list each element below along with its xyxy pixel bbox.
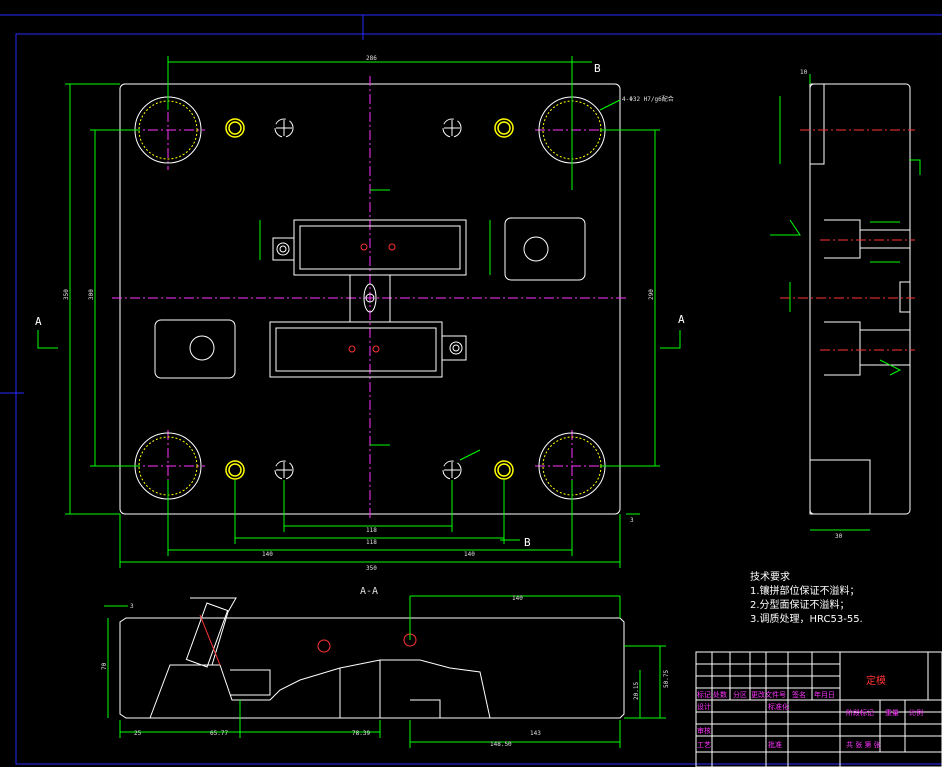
sec-dim-d9: 20.15: [633, 682, 640, 700]
tb-sheet: 共 张 第 张: [846, 740, 881, 749]
tb-approve: 批准: [768, 740, 782, 749]
dim-span-118-b: 118: [366, 527, 377, 534]
notes-title: 技术要求: [750, 570, 790, 583]
screw-holes: [225, 118, 514, 480]
dim-overall-height: 350: [63, 289, 70, 300]
sec-dim-d1: 3: [130, 603, 134, 610]
tb-standard: 标准化: [768, 702, 789, 711]
tb-row-label-0: 标记: [697, 690, 711, 699]
sec-dim-d2: 70: [101, 662, 108, 670]
dimension-lines-top-view: [37, 56, 681, 568]
title-block-name: 定模: [866, 674, 886, 687]
side-view: [809, 83, 911, 515]
drawing-frame: [0, 14, 942, 765]
tb-row-label-3: 更改文件号: [751, 690, 786, 699]
side-view-dimensions: [770, 74, 921, 531]
dim-top-width: 286: [366, 55, 377, 62]
title-block-grid: [695, 651, 942, 767]
tb-design: 设计: [697, 702, 711, 711]
tb-scale: 比例: [909, 708, 923, 717]
section-a-a-dimensions: [104, 595, 666, 748]
side-dim-top: 10: [800, 69, 808, 76]
section-a-a-highlights: [199, 614, 417, 666]
cavity-insert-lower: [154, 319, 467, 379]
sec-dim-d8: 143: [530, 730, 541, 737]
dim-right-height: 290: [648, 289, 655, 300]
tb-row-label-4: 签名: [792, 690, 806, 699]
dim-right-note: 4-Φ32 H7/g6配合: [622, 95, 674, 103]
dim-overall-width: 350: [366, 565, 377, 572]
cavity-insert-upper: [272, 217, 586, 281]
sec-dim-d3: 25: [134, 730, 142, 737]
cavity-gate-points: [348, 243, 396, 353]
sec-dim-d7: 148.50: [490, 741, 512, 748]
threaded-holes: [274, 118, 462, 480]
dim-span-118-a: 118: [366, 539, 377, 546]
section-label-b-top: B: [594, 62, 601, 75]
tb-row-label-1: 处数: [713, 690, 727, 699]
sec-dim-d4: 65.77: [210, 730, 228, 737]
sec-dim-d10: 50.75: [663, 670, 670, 688]
sec-dim-d5: 78.39: [352, 730, 370, 737]
tb-row-label-5: 年月日: [814, 690, 835, 699]
tb-weight: 重量: [885, 709, 899, 717]
section-label-a-left: A: [35, 315, 42, 328]
side-view-centerlines: [780, 129, 915, 351]
section-label-b-bottom: B: [524, 536, 531, 549]
notes-item-1: 1.镶拼部位保证不溢料；: [750, 584, 860, 597]
tb-stage: 阶段标记: [846, 708, 874, 717]
sprue-runner: [349, 274, 391, 323]
tb-audit: 审核: [697, 726, 711, 735]
notes-item-3: 3.调质处理，HRC53-55.: [750, 613, 863, 625]
side-dim-bottom: 30: [835, 533, 843, 540]
section-label-a-right: A: [678, 313, 685, 326]
section-title-a-a: A-A: [360, 586, 378, 597]
tb-row-label-2: 分区: [733, 690, 747, 699]
dim-half-right: 140: [464, 551, 475, 558]
sec-dim-d6: 140: [512, 595, 523, 602]
center-lines: [112, 76, 628, 520]
dim-inner-height: 300: [88, 289, 95, 300]
dim-half-left: 140: [262, 551, 273, 558]
dim-right-offset: 3: [630, 517, 634, 524]
notes-item-2: 2.分型面保证不溢料；: [750, 598, 850, 611]
section-a-a-view: [119, 597, 625, 719]
tb-process: 工艺: [697, 741, 711, 749]
